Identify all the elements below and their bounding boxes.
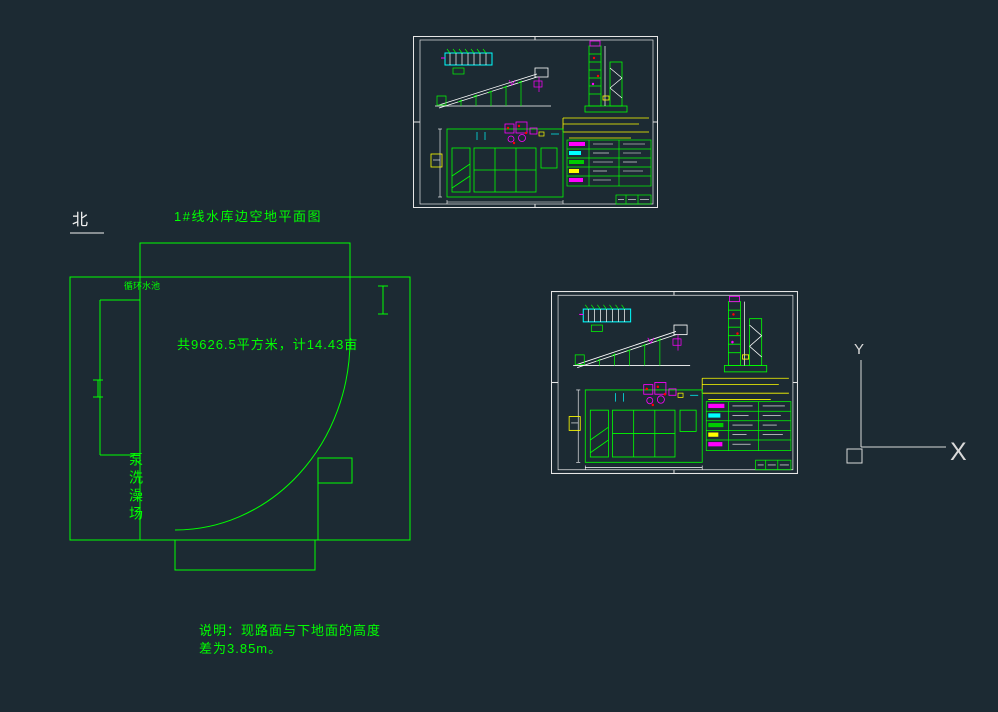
ucs-icon: Y X [846,341,967,466]
site-plan-arc[interactable] [174,339,351,531]
drawing-sheet-2[interactable] [551,291,799,475]
area-text[interactable]: 共9626.5平方米，计14.43亩 [177,337,359,352]
north-label[interactable]: 北 [72,212,90,229]
bath-label[interactable]: 泵洗澡场 [128,452,144,524]
ucs-origin-box [846,448,863,464]
drawing-sheet-1[interactable] [413,36,658,208]
note-text[interactable]: 说明：现路面与下地面的高度 差为3.85m。 [199,622,381,658]
ucs-y-label: Y [854,341,864,358]
site-plan-title[interactable]: 1#线水库边空地平面图 [174,209,322,224]
note-line-1: 说明：现路面与下地面的高度 [199,623,382,638]
note-line-2: 差为3.85m。 [199,641,283,656]
ucs-x-label: X [950,438,967,466]
pool-label[interactable]: 循环水池 [124,281,161,291]
